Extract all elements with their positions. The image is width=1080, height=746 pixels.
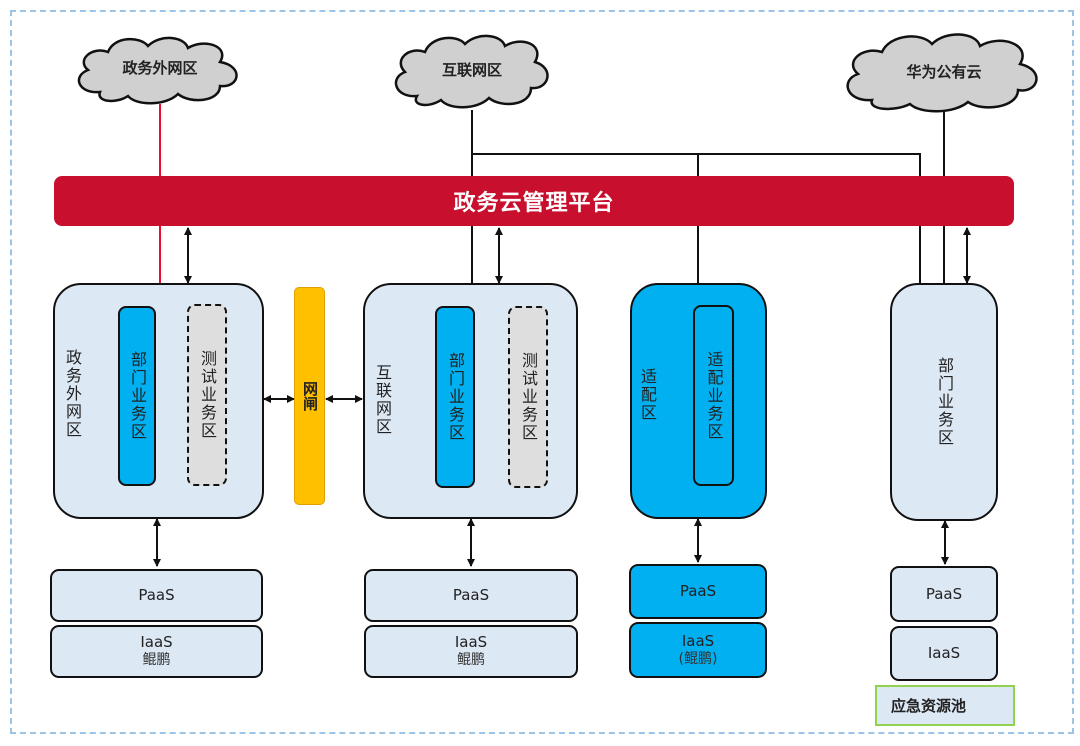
iaas-layer[interactable]: IaaS 鲲鹏 — [50, 625, 263, 678]
zone-label: 政务外网区 — [63, 349, 82, 439]
area-label: 适配业务区 — [704, 350, 724, 441]
zone-internet[interactable]: 互联网区 部门业务区 测试业务区 — [363, 283, 578, 519]
cloud-icon — [77, 36, 238, 105]
adapter-business-area[interactable]: 适配业务区 — [693, 305, 734, 486]
area-label: 测试业务区 — [198, 350, 217, 440]
iaas-layer[interactable]: IaaS 鲲鹏 — [364, 625, 578, 678]
area-label: 部门业务区 — [446, 352, 465, 442]
zone-adapter[interactable]: 适配区 适配业务区 — [630, 283, 767, 519]
network-gateway[interactable]: 网闸 — [294, 287, 325, 505]
layer-sublabel: 鲲鹏 — [142, 652, 171, 669]
cloud-huawei-public: 华为公有云 — [838, 28, 1050, 114]
test-business-area[interactable]: 测试业务区 — [187, 304, 227, 486]
layer-label: PaaS — [138, 586, 175, 605]
layer-label: IaaS — [454, 633, 488, 652]
layer-label: PaaS — [452, 586, 490, 605]
management-platform[interactable]: 政务云管理平台 — [54, 176, 1014, 226]
emergency-resource-pool[interactable]: 应急资源池 — [875, 685, 1015, 726]
paas-layer[interactable]: PaaS — [364, 569, 578, 622]
cloud-gov-external: 政务外网区 — [70, 30, 250, 106]
test-business-area[interactable]: 测试业务区 — [508, 306, 548, 488]
layer-label: IaaS — [140, 633, 173, 652]
zone-label: 适配区 — [638, 368, 657, 422]
layer-label: PaaS — [679, 582, 717, 601]
layer-sublabel: 鲲鹏 — [457, 652, 485, 669]
area-label: 测试业务区 — [519, 352, 538, 442]
iaas-layer[interactable]: IaaS — [890, 626, 998, 681]
platform-title: 政务云管理平台 — [453, 191, 615, 216]
area-label: 部门业务区 — [128, 351, 147, 441]
gateway-label: 网闸 — [301, 381, 319, 411]
paas-layer[interactable]: PaaS — [50, 569, 263, 622]
cloud-label: 政务外网区 — [122, 59, 198, 77]
layer-label: PaaS — [925, 584, 963, 603]
layer-sublabel: (鲲鹏) — [678, 650, 718, 667]
paas-layer[interactable]: PaaS — [890, 566, 998, 622]
cloud-icon — [846, 33, 1038, 113]
pool-label: 应急资源池 — [891, 697, 967, 715]
zone-gov-external[interactable]: 政务外网区 部门业务区 测试业务区 — [53, 283, 264, 519]
zone-huawei-dept[interactable]: 部门业务区 — [890, 283, 998, 521]
layer-label: IaaS — [681, 631, 715, 650]
cloud-internet: 互联网区 — [389, 30, 555, 110]
zone-label: 互联网区 — [373, 364, 392, 436]
cloud-icon — [394, 34, 549, 109]
dept-business-area[interactable]: 部门业务区 — [435, 306, 475, 488]
cloud-label: 互联网区 — [441, 61, 502, 79]
layer-label: IaaS — [927, 644, 961, 663]
diagram-frame — [10, 10, 1074, 734]
iaas-layer[interactable]: IaaS (鲲鹏) — [629, 622, 767, 678]
dept-business-area[interactable]: 部门业务区 — [118, 306, 156, 486]
paas-layer[interactable]: PaaS — [629, 564, 767, 619]
cloud-label: 华为公有云 — [906, 63, 982, 81]
zone-label: 部门业务区 — [935, 357, 954, 447]
